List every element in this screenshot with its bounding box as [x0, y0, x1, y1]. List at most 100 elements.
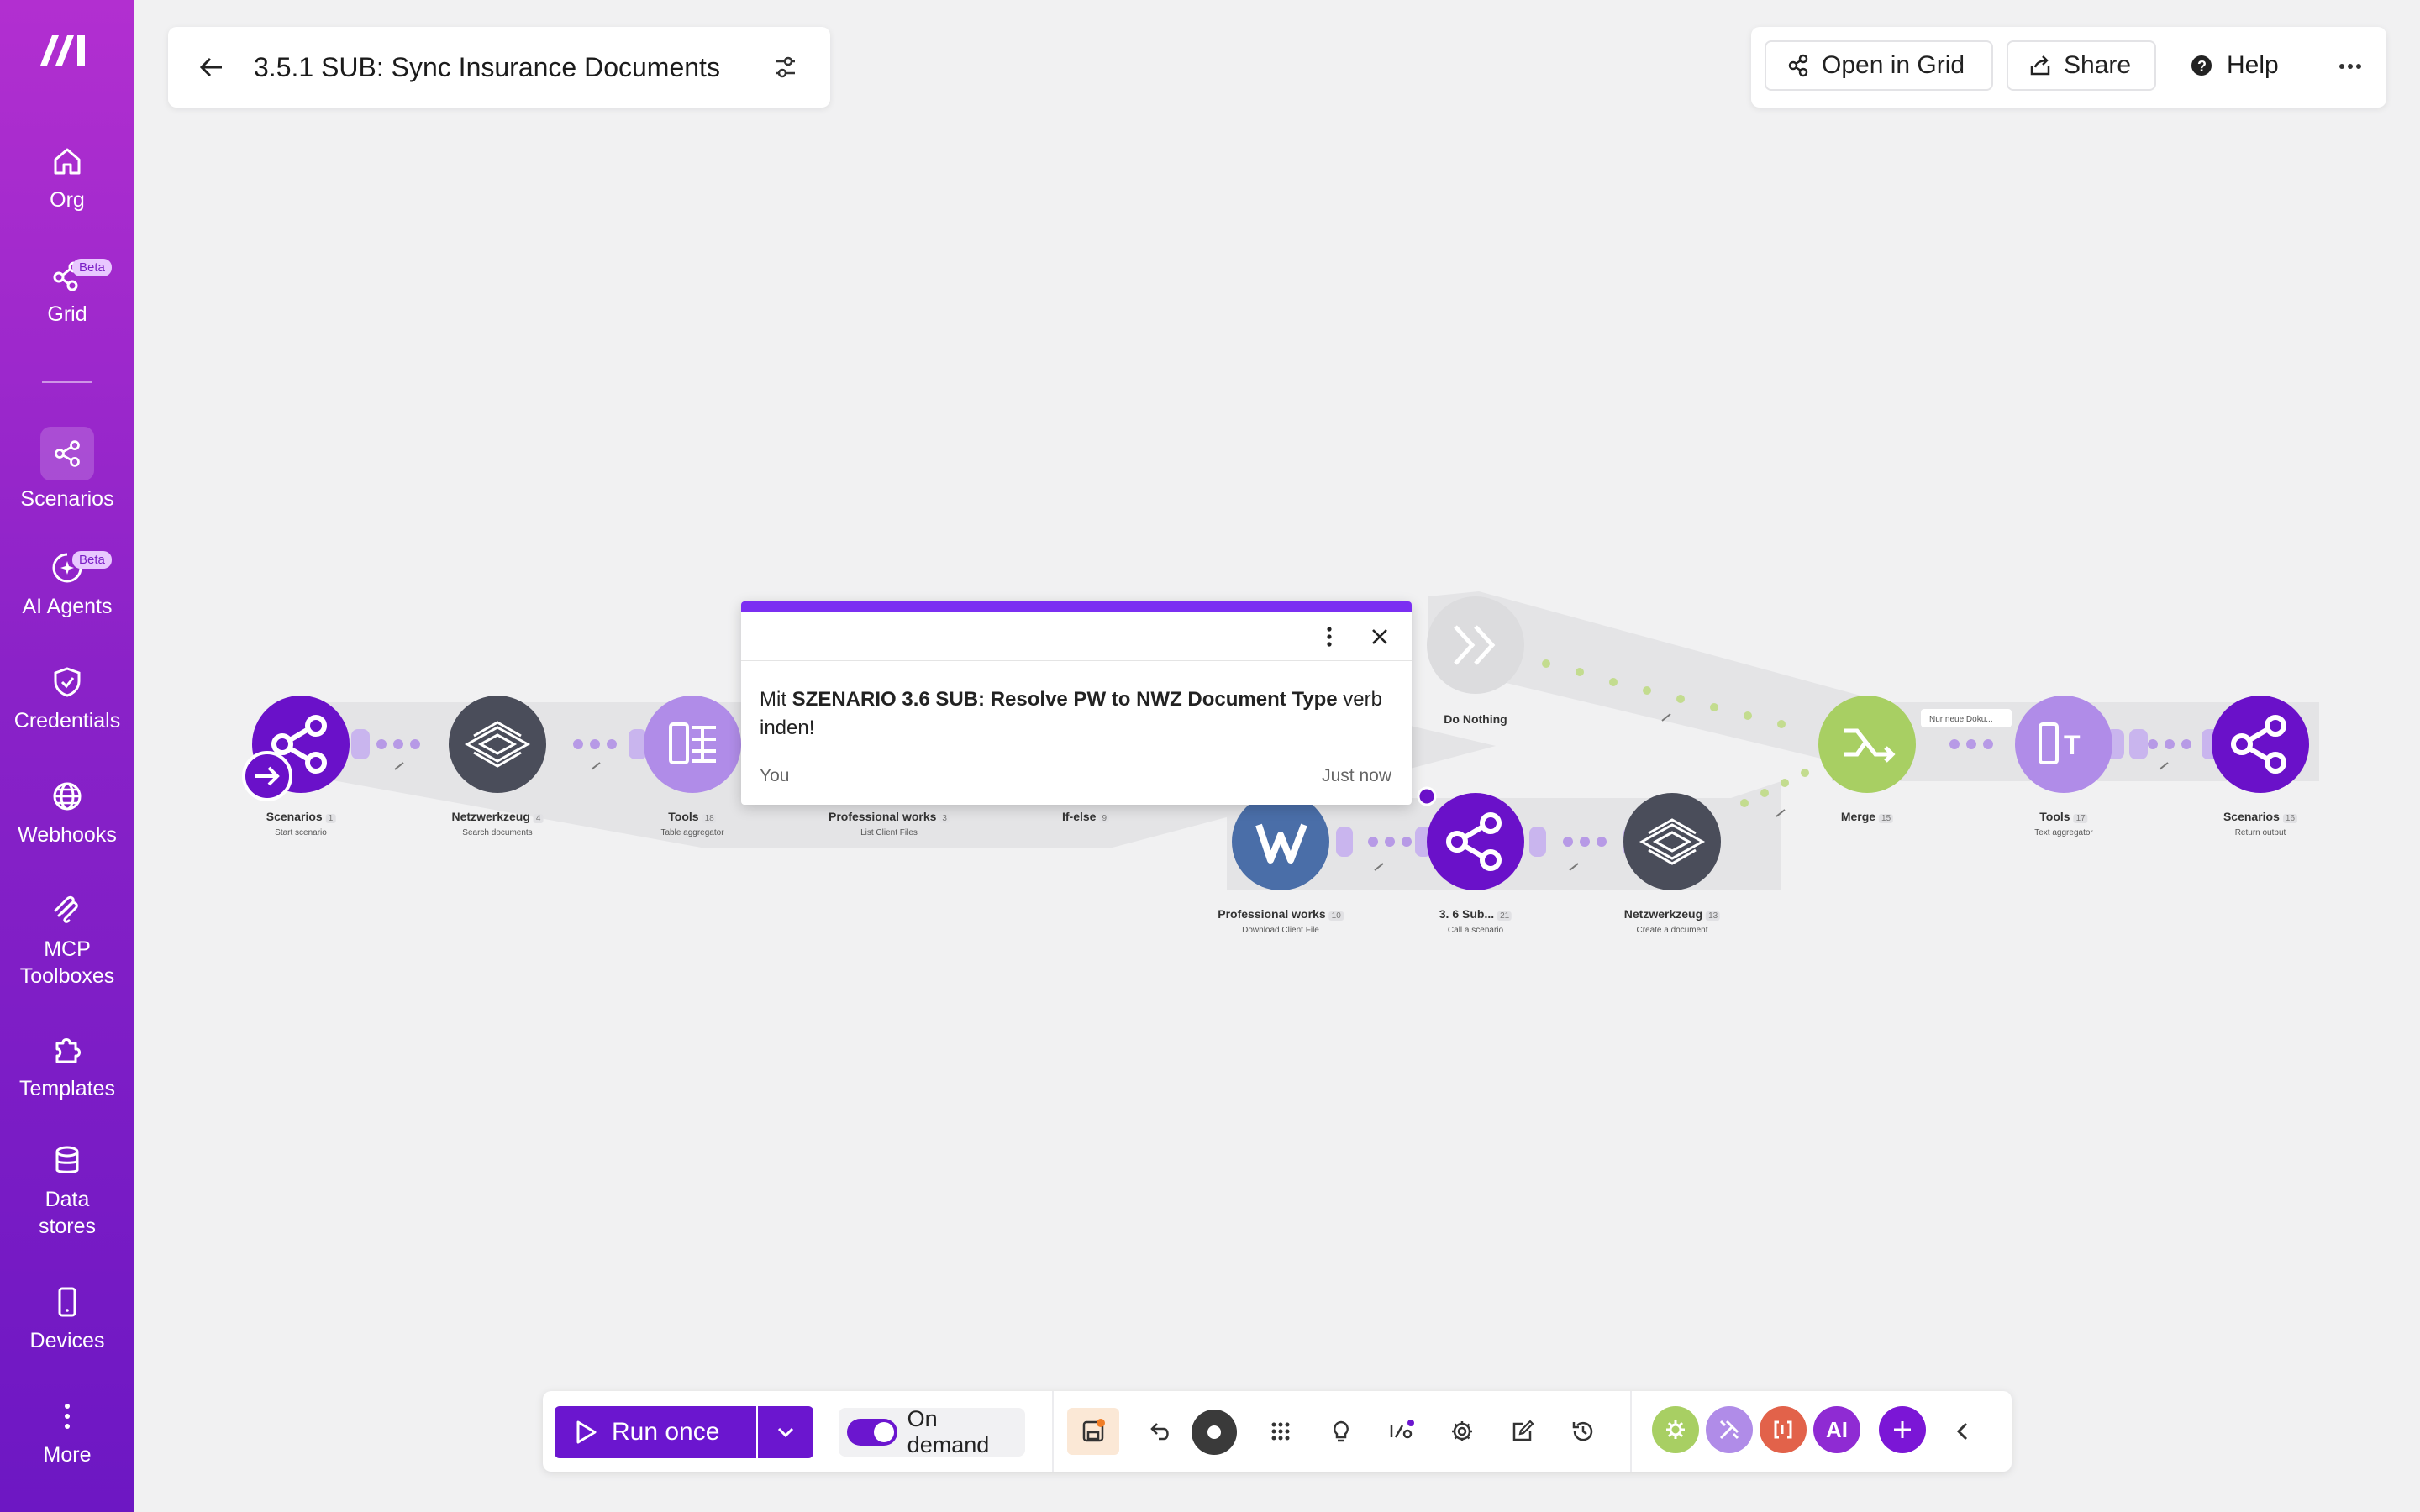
grid-nodes-icon: [1788, 54, 1808, 77]
share-button[interactable]: Share: [2007, 40, 2156, 91]
back-arrow-icon[interactable]: [197, 52, 227, 82]
history-button[interactable]: [1566, 1415, 1600, 1448]
svg-text:?: ?: [2197, 58, 2207, 75]
scenario-title-card: 3.5.1 SUB: Sync Insurance Documents: [168, 27, 830, 108]
open-in-grid-button[interactable]: Open in Grid: [1765, 40, 1993, 91]
brackets-icon: [1774, 1420, 1792, 1439]
help-label: Help: [2227, 51, 2279, 79]
sidebar-item-data-stores[interactable]: Data stores: [0, 1144, 134, 1240]
schedule-toggle[interactable]: On demand: [839, 1406, 1025, 1457]
add-module-button[interactable]: [1879, 1406, 1926, 1453]
shield-check-icon: [54, 667, 81, 697]
toggle-switch[interactable]: [847, 1419, 897, 1446]
filter-label: Nur neue Doku...: [1929, 715, 1993, 724]
note-popup: Mit SZENARIO 3.6 SUB: Resolve PW to NWZ …: [741, 601, 1412, 805]
undo-button[interactable]: [1144, 1415, 1178, 1448]
dots-grid-icon: [1271, 1422, 1290, 1441]
vertical-dots-icon[interactable]: [1319, 625, 1339, 648]
sidebar-item-more[interactable]: More: [0, 1399, 134, 1468]
sidebar-item-label: Templates: [19, 1077, 115, 1100]
node-sub: Search documents: [462, 828, 533, 837]
note-message: Mit SZENARIO 3.6 SUB: Resolve PW to NWZ …: [760, 688, 1382, 739]
note-time: Just now: [1322, 766, 1392, 785]
sidebar: Org Beta Grid Scenarios Beta AI Agents C…: [0, 0, 134, 1512]
text-parser-button[interactable]: [1760, 1406, 1807, 1453]
open-in-grid-label: Open in Grid: [1822, 51, 1965, 79]
node-sub: List Client Files: [860, 828, 918, 837]
node-sub: Text aggregator: [2034, 828, 2093, 837]
top-actions: Open in Grid Share ? Help: [1751, 27, 2386, 108]
notes-button[interactable]: [1506, 1415, 1539, 1448]
sidebar-item-label: Credentials: [13, 709, 121, 732]
io-icon: [1390, 1420, 1414, 1439]
sidebar-item-webhooks[interactable]: Webhooks: [0, 780, 134, 848]
flow-control-button[interactable]: [1652, 1406, 1699, 1453]
sidebar-item-label: Webhooks: [18, 823, 117, 847]
chevron-left-icon: [1956, 1422, 1968, 1441]
vertical-dots-icon: [65, 1404, 70, 1429]
run-options-dropdown[interactable]: [758, 1406, 813, 1458]
io-button[interactable]: [1385, 1415, 1418, 1448]
run-once-button[interactable]: Run once: [555, 1406, 756, 1458]
save-button[interactable]: [1067, 1408, 1119, 1455]
bottom-toolbar: Run once On demand AI: [543, 1391, 2012, 1472]
edit-note-icon: [1512, 1420, 1534, 1441]
close-icon[interactable]: [1368, 625, 1392, 648]
auto-align-button[interactable]: [1264, 1415, 1297, 1448]
sidebar-item-label: Scenarios: [20, 487, 114, 511]
sidebar-item-label: Devices: [29, 1329, 105, 1352]
sidebar-item-grid[interactable]: Beta Grid: [0, 259, 134, 328]
popup-header: [741, 612, 1412, 661]
globe-icon: [53, 782, 82, 811]
tools-button[interactable]: [1706, 1406, 1753, 1453]
tools-icon: [1719, 1420, 1739, 1440]
explain-flow-button[interactable]: [1324, 1415, 1358, 1448]
popup-accent-bar: [741, 601, 1412, 612]
ai-button[interactable]: AI: [1813, 1406, 1860, 1453]
schedule-label: On demand: [907, 1406, 990, 1457]
beta-badge: Beta: [72, 551, 112, 569]
ai-label: AI: [1826, 1416, 1848, 1442]
sidebar-item-templates[interactable]: Templates: [0, 1033, 134, 1102]
beta-badge: Beta: [72, 259, 112, 276]
undo-icon: [1150, 1423, 1169, 1441]
sidebar-item-scenarios[interactable]: Scenarios: [0, 427, 134, 512]
sidebar-item-devices[interactable]: Devices: [0, 1285, 134, 1354]
mcp-icon: [54, 895, 78, 923]
lightbulb-icon: [1334, 1420, 1349, 1442]
sidebar-item-ai-agents[interactable]: Beta AI Agents: [0, 551, 134, 620]
share-label: Share: [2064, 51, 2132, 79]
run-once-label: Run once: [612, 1418, 720, 1446]
puzzle-icon: [55, 1038, 81, 1063]
sidebar-item-label: Data stores: [38, 1188, 97, 1238]
plus-icon: [1894, 1421, 1911, 1438]
node-sub: Call a scenario: [1447, 926, 1504, 935]
gear-icon: [1666, 1420, 1685, 1439]
more-horizontal-icon[interactable]: [2336, 52, 2365, 81]
sidebar-divider: [42, 381, 92, 383]
scenario-settings-button[interactable]: [1445, 1415, 1479, 1448]
database-icon: [55, 1146, 79, 1173]
toolbar-divider: [1630, 1391, 1632, 1472]
sidebar-item-org[interactable]: Org: [0, 144, 134, 213]
toolbar-divider: [1052, 1391, 1054, 1472]
collapse-toolbar-button[interactable]: [1946, 1415, 1980, 1448]
node-label: 3. 6 Sub...21: [1439, 907, 1512, 921]
ai-agent-icon: [52, 553, 82, 583]
chevron-down-icon: [777, 1427, 794, 1438]
share-arrow-icon: [2030, 55, 2050, 76]
help-button[interactable]: ? Help: [2190, 40, 2279, 91]
sidebar-item-label: Grid: [47, 302, 87, 326]
node-sub: Create a document: [1636, 926, 1708, 935]
record-button[interactable]: [1192, 1410, 1237, 1455]
sidebar-item-credentials[interactable]: Credentials: [0, 665, 134, 734]
page-title[interactable]: 3.5.1 SUB: Sync Insurance Documents: [254, 51, 720, 82]
gear-icon: [1452, 1421, 1472, 1441]
sidebar-item-mcp-toolboxes[interactable]: MCP Toolboxes: [0, 894, 134, 990]
sliders-icon[interactable]: [771, 53, 800, 81]
make-logo-icon[interactable]: [37, 29, 92, 71]
record-dot-icon: [1207, 1425, 1221, 1439]
